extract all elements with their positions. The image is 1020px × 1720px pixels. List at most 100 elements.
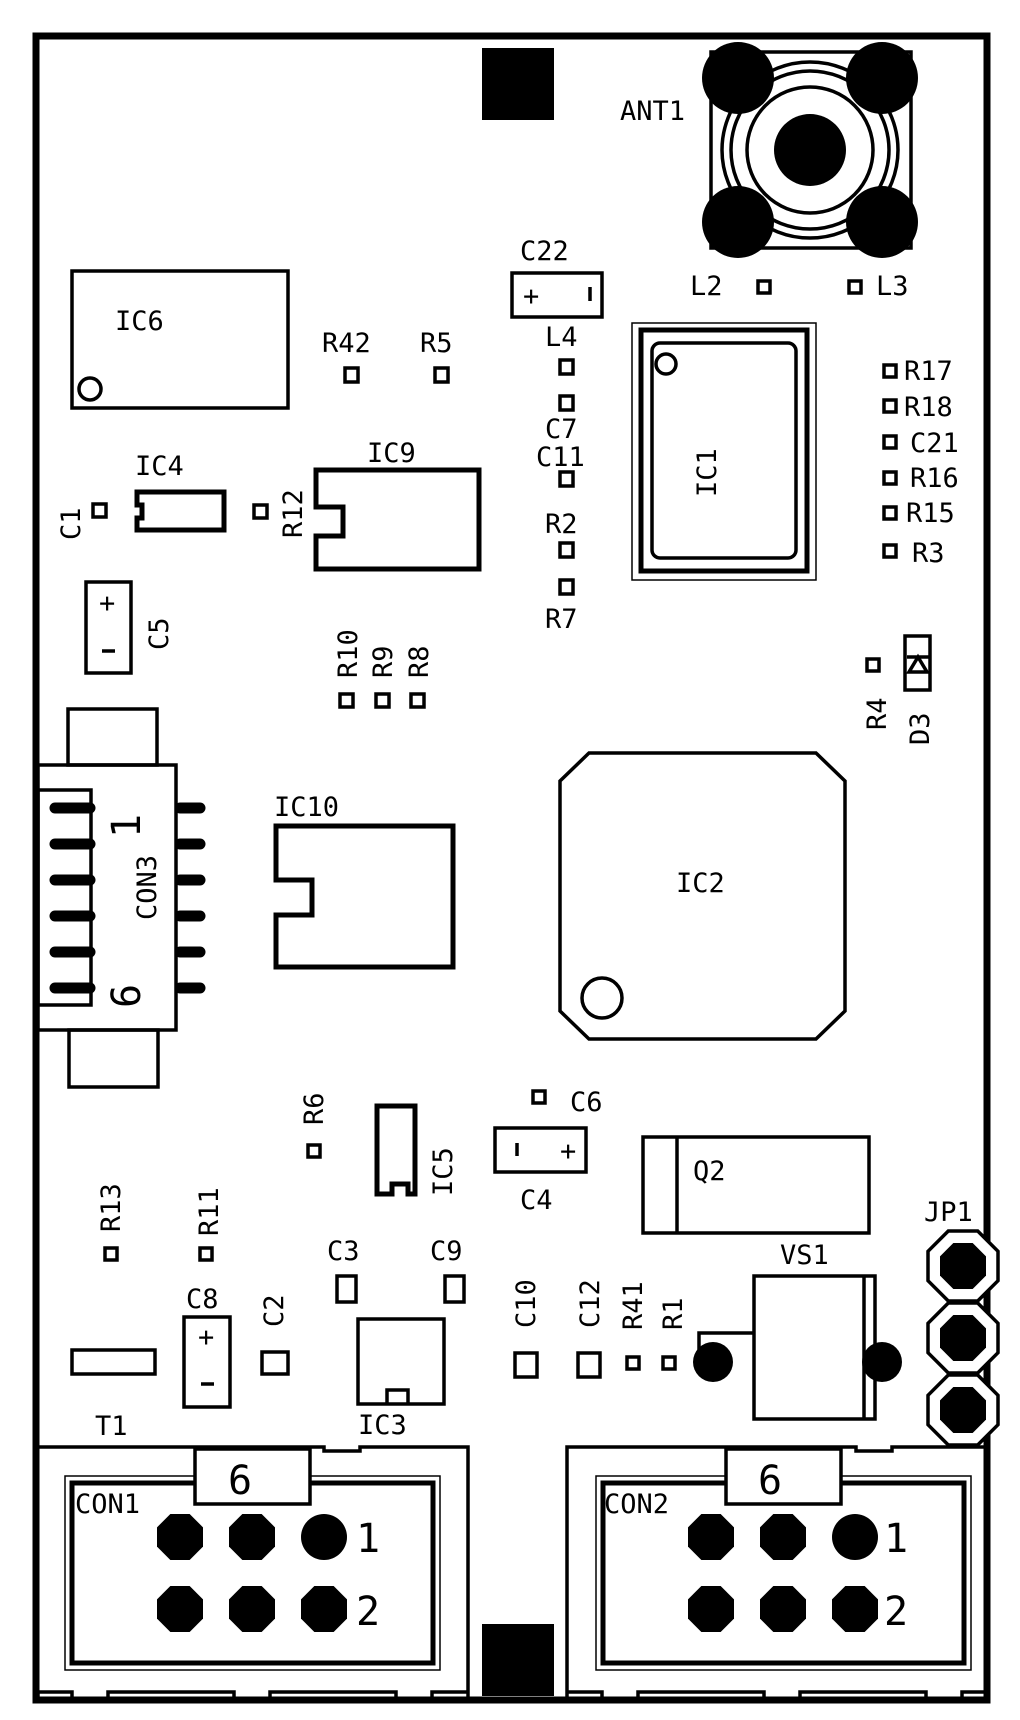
board-outline — [32, 32, 991, 1704]
ic4-chip[interactable] — [134, 489, 227, 533]
label-c21: C21 — [910, 428, 959, 459]
label-jp1: JP1 — [924, 1197, 973, 1228]
label-r6: R6 — [299, 1092, 330, 1125]
ic9-chip[interactable] — [313, 467, 482, 572]
pad-r3[interactable] — [882, 543, 898, 559]
pad-r9[interactable] — [374, 692, 391, 709]
con2-pin — [688, 1586, 734, 1632]
label-r11: R11 — [194, 1187, 225, 1236]
ic1-pin1-marker — [654, 352, 678, 376]
label-c7: C7 — [545, 414, 578, 445]
con1-pin — [301, 1586, 347, 1632]
t1-component[interactable] — [70, 1348, 157, 1376]
c4-capacitor[interactable] — [493, 1126, 588, 1174]
pad-l3[interactable] — [847, 279, 863, 295]
q2-transistor[interactable] — [641, 1135, 871, 1235]
pad-r7[interactable] — [558, 578, 575, 596]
con3-pin-first-label: 1 — [104, 814, 150, 838]
jp1-pad — [940, 1315, 986, 1361]
jp1-header[interactable] — [926, 1229, 1000, 1447]
con1-pin1-label: 1 — [356, 1516, 380, 1562]
pad-c10[interactable] — [513, 1351, 539, 1379]
label-r15: R15 — [906, 498, 955, 529]
vs1-pad — [862, 1342, 902, 1382]
pad-r15[interactable] — [882, 505, 898, 521]
ic2-pin1-marker — [580, 976, 624, 1020]
pad-r11[interactable] — [198, 1246, 214, 1262]
ic10-chip[interactable] — [273, 823, 456, 970]
label-c5: C5 — [144, 617, 175, 650]
label-d3: D3 — [905, 712, 936, 745]
ant1-pad — [702, 186, 774, 258]
pad-r2[interactable] — [558, 541, 575, 559]
ic3-chip[interactable] — [356, 1317, 446, 1406]
con2-connector[interactable] — [565, 1445, 987, 1700]
pad-c3[interactable] — [335, 1274, 358, 1304]
pad-r41[interactable] — [625, 1355, 641, 1371]
label-vs1: VS1 — [780, 1240, 829, 1271]
pad-r10[interactable] — [338, 692, 355, 709]
label-r8: R8 — [404, 645, 435, 678]
label-c11: C11 — [536, 442, 585, 473]
con3-connector[interactable] — [36, 707, 178, 1089]
pad-r18[interactable] — [882, 398, 898, 414]
pad-r4[interactable] — [865, 657, 881, 673]
pad-c7[interactable] — [558, 394, 575, 412]
ic2-chip[interactable] — [558, 751, 847, 1041]
pad-c12[interactable] — [576, 1351, 602, 1379]
ant1-connector[interactable] — [702, 42, 918, 258]
label-r7: R7 — [545, 604, 578, 635]
label-r1: R1 — [658, 1297, 689, 1330]
pad-r12[interactable] — [252, 503, 269, 520]
pad-c9[interactable] — [443, 1274, 466, 1304]
label-r9: R9 — [368, 645, 399, 678]
label-t1: T1 — [95, 1411, 128, 1442]
pad-r17[interactable] — [882, 363, 898, 379]
pad-r16[interactable] — [882, 470, 898, 486]
ic5-chip[interactable] — [374, 1103, 418, 1197]
label-c8: C8 — [186, 1284, 219, 1315]
c22-capacitor[interactable] — [510, 271, 604, 319]
label-c2: C2 — [259, 1294, 290, 1327]
label-c3: C3 — [327, 1236, 360, 1267]
label-l3: L3 — [876, 271, 909, 302]
con2-pin — [760, 1514, 806, 1560]
ic6-chip[interactable] — [70, 269, 290, 410]
con1-pin — [229, 1514, 275, 1560]
c8-capacitor[interactable] — [182, 1315, 232, 1409]
pad-r42[interactable] — [343, 366, 360, 384]
pad-r1[interactable] — [661, 1355, 677, 1371]
label-r13: R13 — [96, 1183, 127, 1232]
label-r10: R10 — [333, 629, 364, 678]
vs1-regulator[interactable] — [693, 1274, 902, 1421]
con2-pin — [688, 1514, 734, 1560]
con1-connector[interactable] — [36, 1445, 470, 1700]
label-c4: C4 — [520, 1185, 553, 1216]
label-c12: C12 — [575, 1279, 606, 1328]
pad-l4[interactable] — [558, 358, 575, 376]
pad-c11[interactable] — [558, 470, 575, 488]
c5-plus: + — [99, 588, 115, 619]
pad-r5[interactable] — [433, 366, 450, 384]
pad-c21[interactable] — [882, 434, 898, 450]
pad-c2[interactable] — [260, 1350, 290, 1376]
d3-diode[interactable] — [903, 634, 932, 692]
label-ic6: IC6 — [115, 306, 164, 337]
label-ic2: IC2 — [676, 868, 725, 899]
ic6-pin1-marker — [77, 376, 103, 402]
con2-pin1-label: 1 — [884, 1516, 908, 1562]
pad-r6[interactable] — [306, 1143, 322, 1159]
pad-r13[interactable] — [103, 1246, 119, 1262]
ic1-module[interactable] — [631, 322, 817, 581]
ant1-pad — [846, 42, 918, 114]
con2-key-label: 6 — [758, 1458, 782, 1504]
label-ic9: IC9 — [367, 438, 416, 469]
c5-capacitor[interactable] — [84, 580, 133, 675]
ant1-pad — [702, 42, 774, 114]
pad-c6[interactable] — [531, 1089, 547, 1105]
pad-l2[interactable] — [756, 279, 772, 295]
pad-r8[interactable] — [409, 692, 426, 709]
pad-c1[interactable] — [91, 502, 108, 519]
label-r42: R42 — [322, 328, 371, 359]
label-c22: C22 — [520, 236, 569, 267]
